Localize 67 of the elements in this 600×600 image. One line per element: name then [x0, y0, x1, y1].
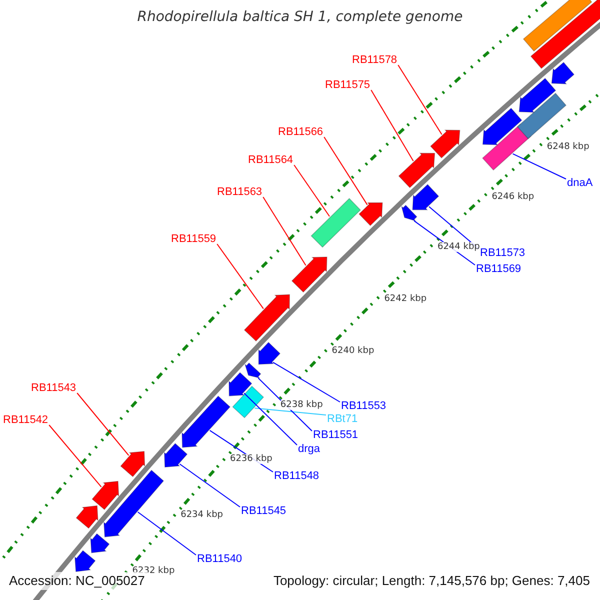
gene-block [551, 62, 575, 84]
gene-block [482, 108, 522, 146]
gene-label: RB11575 [325, 79, 370, 91]
scale-label: 6242 kbp [384, 294, 427, 304]
gene-block [76, 505, 98, 529]
gene-label: RB11569 [476, 263, 522, 275]
gene-label: RB11542 [3, 414, 48, 426]
gene-block [164, 442, 188, 468]
leader-line [272, 362, 340, 402]
leader-line [254, 408, 326, 416]
leader-line [179, 464, 240, 508]
gene-block [412, 184, 440, 210]
gene-block [90, 533, 110, 554]
gene-box [232, 386, 264, 418]
leader-line [398, 64, 442, 135]
gene-block [530, 0, 600, 69]
gene-label: RB11566 [278, 126, 324, 138]
scale-label: 6240 kbp [332, 346, 374, 356]
gene-block [244, 294, 290, 342]
gene-block [258, 342, 281, 365]
leader-line [48, 424, 102, 488]
gene-block [120, 450, 146, 478]
gene-box [310, 198, 361, 248]
gene-label: RB11563 [217, 186, 262, 198]
leader-line [137, 512, 196, 556]
leader-line [262, 196, 306, 266]
scale-label: 6248 kbp [546, 142, 590, 152]
gene-block [518, 78, 556, 113]
scale-label: 6234 kbp [180, 510, 223, 520]
gene-label: RB11540 [197, 553, 242, 565]
gene-block [244, 362, 262, 378]
gene-label: RB11548 [274, 470, 320, 482]
leader-line [324, 136, 368, 206]
scale-label: 6238 kbp [280, 400, 323, 410]
gene-block [291, 256, 328, 293]
leader-line [370, 90, 414, 162]
gene-block [430, 130, 460, 158]
leader-line [76, 392, 130, 456]
leader-line [216, 244, 264, 310]
scale-label: 6236 kbp [230, 454, 272, 464]
gene-block [228, 372, 252, 396]
gene-box [522, 0, 592, 52]
gene-block [398, 152, 436, 188]
gene-block [74, 550, 96, 572]
gene-block [401, 204, 418, 222]
gene-block [182, 396, 231, 448]
gene-block [358, 202, 383, 226]
gene-label: RB11573 [480, 247, 526, 259]
gene-label: dnaA [567, 177, 593, 189]
gene-block [103, 470, 164, 538]
gene-box [516, 92, 567, 140]
gene-label: RB11553 [341, 400, 386, 412]
accession-text: Accession: NC_005027 [6, 572, 148, 590]
gene-label: RB11578 [352, 54, 398, 66]
gene-label: RB11564 [248, 154, 294, 166]
title: Rhodopirellula baltica SH 1, complete genome [137, 8, 463, 26]
gene-label: drga [298, 443, 320, 455]
gene-label: RB11551 [313, 429, 358, 441]
gene-label: RB11559 [171, 233, 216, 245]
gene-label: RB11543 [31, 382, 76, 394]
leader-line [244, 392, 298, 446]
gene-label: RB11545 [241, 505, 286, 517]
leader-line [512, 153, 566, 180]
gene-block [92, 480, 120, 510]
scale-label: 6246 kbp [492, 192, 534, 202]
gene-label: RBt71 [327, 413, 358, 425]
scale-label: 6244 kbp [437, 242, 480, 252]
